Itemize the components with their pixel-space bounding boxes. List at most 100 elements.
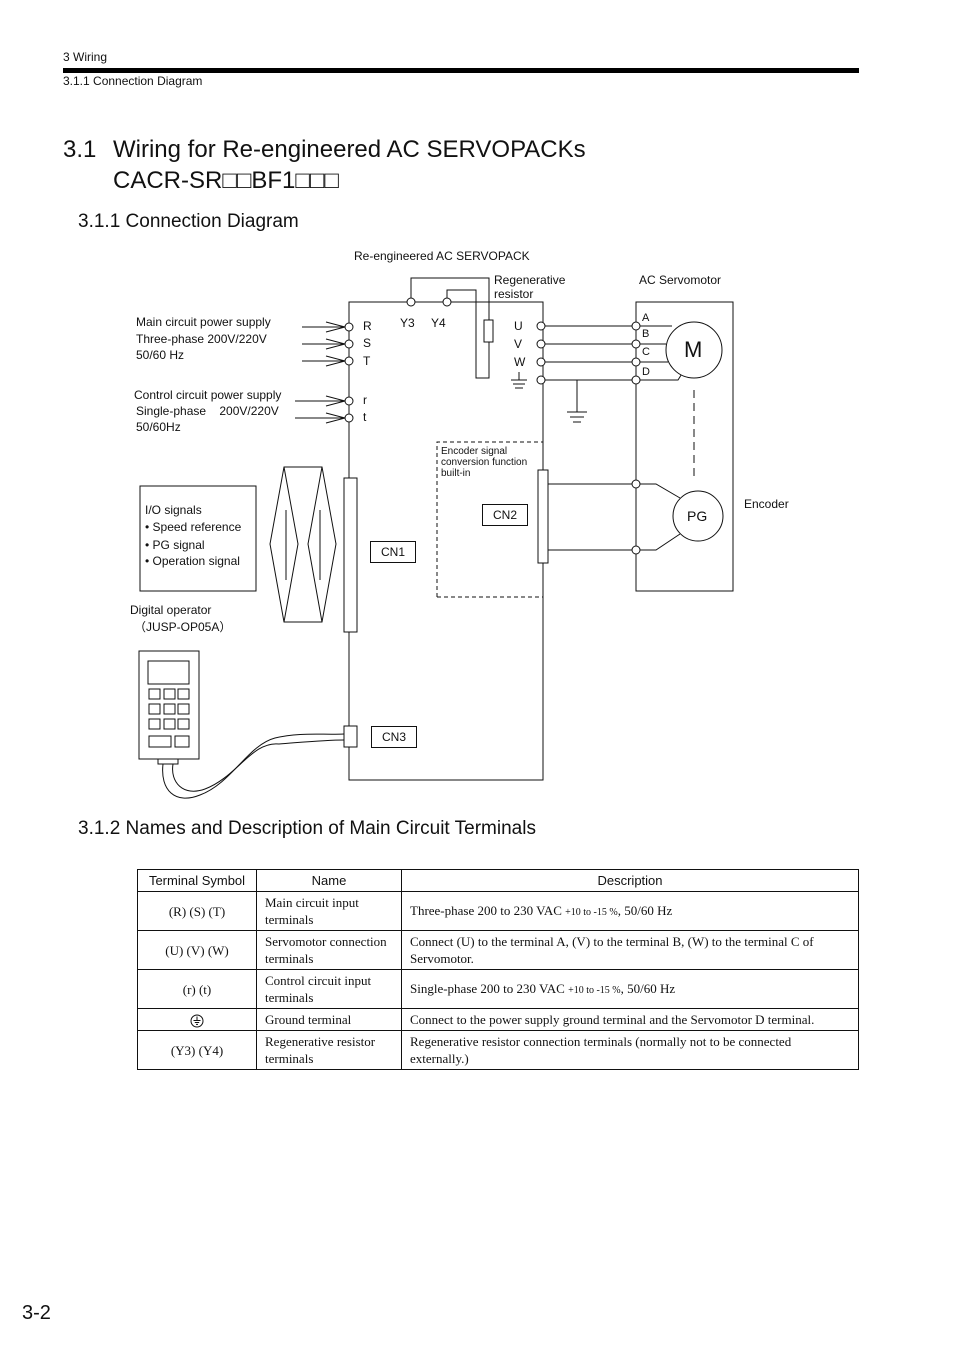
cell-name: Ground terminal [256, 1007, 402, 1032]
control-supply-label-3: 50/60Hz [136, 420, 181, 434]
regen-resistor-symbol [483, 319, 494, 343]
running-header-chapter: 3 Wiring [63, 50, 108, 64]
terminal-ground [536, 375, 546, 385]
terminal-u [536, 321, 546, 331]
ground-icon-external [567, 380, 587, 423]
operator-cable-2 [172, 739, 345, 792]
terminal-label-v: V [514, 337, 523, 351]
terminal-label-w: W [514, 355, 526, 369]
cell-name: Servomotor connection terminals [256, 930, 402, 970]
digital-operator-label: Digital operator [130, 603, 212, 617]
io-signal-operation: • Operation signal [145, 554, 240, 568]
terminal-label-s: S [363, 336, 372, 350]
main-input-arrows [302, 321, 347, 367]
terminal-t-ctrl [344, 413, 354, 423]
terminal-r-main [344, 322, 354, 332]
terminal-label-u: U [514, 319, 523, 333]
cell-symbol: (Y3) (Y4) [137, 1030, 257, 1071]
terminal-s [344, 339, 354, 349]
encoder-conv-label-2: conversion function [441, 457, 528, 468]
cn3-label: CN3 [371, 726, 418, 748]
io-signal-speed: • Speed reference [145, 520, 242, 534]
encoder-symbol-label: PG [687, 508, 708, 524]
cell-description: Single-phase 200 to 230 VAC +10 to -15 %… [401, 969, 859, 1009]
operator-cable-1 [162, 733, 345, 799]
motor-terminal-c: C [642, 346, 650, 358]
subsection-heading-terminals: 3.1.2 Names and Description of Main Circ… [78, 818, 536, 839]
tolerance: +10 to -15 % [565, 906, 618, 918]
io-arrow [269, 466, 337, 623]
col-header-description: Description [401, 869, 859, 892]
terminal-y3 [406, 297, 416, 307]
control-input-arrows [295, 395, 347, 424]
ground-icon [190, 1014, 204, 1028]
cn3-connector [343, 725, 358, 748]
table-header-row: Terminal Symbol Name Description [137, 869, 859, 892]
table-row: (r) (t) Control circuit input terminals … [137, 969, 859, 1009]
operator-keys [148, 688, 190, 748]
terminal-label-t: T [363, 354, 371, 368]
motor-symbol [665, 321, 723, 379]
encoder-label: Encoder [744, 497, 789, 511]
cn2-label: CN2 [482, 504, 529, 526]
cell-name: Regenerative resistor terminals [256, 1030, 402, 1071]
terminal-v [536, 339, 546, 349]
terminal-label-y3: Y3 [400, 316, 415, 330]
table-row: (U) (V) (W) Servomotor connection termin… [137, 930, 859, 970]
io-signal-pg: • PG signal [145, 538, 205, 552]
cn1-label: CN1 [370, 541, 417, 563]
io-signal-box [139, 485, 257, 592]
table-row: Ground terminal Connect to the power sup… [137, 1007, 859, 1032]
table-row: (Y3) (Y4) Regenerative resistor terminal… [137, 1030, 859, 1071]
terminal-label-y4: Y4 [431, 316, 446, 330]
encoder-conv-label-1: Encoder signal [441, 446, 508, 457]
terminal-label-r: R [363, 319, 372, 333]
servomotor-box [635, 301, 734, 592]
cn1-connector [343, 477, 358, 633]
encoder-symbol [672, 490, 724, 542]
cell-name: Main circuit input terminals [256, 891, 402, 931]
motor-terminal-a: A [642, 312, 650, 324]
main-supply-label-2: Three-phase 200V/220V [136, 332, 267, 346]
terminal-w [536, 357, 546, 367]
ground-icon-servopack [511, 372, 527, 389]
motor-symbol-label: M [684, 337, 703, 362]
digital-operator-model: （JUSP-OP05A） [134, 620, 232, 634]
main-supply-label-1: Main circuit power supply [136, 315, 271, 329]
regen-label-2: resistor [494, 287, 534, 301]
cell-symbol [137, 1007, 257, 1032]
tolerance: +10 to -15 % [568, 984, 621, 996]
regen-wire-2 [446, 289, 490, 379]
cn2-connector [537, 469, 549, 564]
regen-wire-1 [410, 277, 490, 320]
main-supply-label-3: 50/60 Hz [136, 348, 185, 362]
subsection-heading-connection: 3.1.1 Connection Diagram [78, 211, 299, 232]
connection-diagram [138, 277, 734, 799]
terminal-label-r-ctrl: r [363, 393, 367, 407]
motor-terminal-b: B [642, 328, 650, 340]
title-line-2: CACR-SR□□BF1□□□ [113, 167, 339, 194]
running-header-section: 3.1.1 Connection Diagram [63, 74, 203, 88]
cell-description: Three-phase 200 to 230 VAC +10 to -15 %,… [401, 891, 859, 931]
encoder-conv-label-3: built-in [441, 468, 471, 479]
terminal-table: Terminal Symbol Name Description (R) (S)… [137, 869, 859, 1071]
cell-description: Connect (U) to the terminal A, (V) to th… [401, 930, 859, 970]
cell-description: Connect to the power supply ground termi… [401, 1007, 859, 1032]
servomotor-label: AC Servomotor [639, 273, 722, 287]
control-supply-label-2: Single-phase 200V/220V [136, 404, 279, 418]
terminal-label-t-ctrl: t [363, 410, 367, 424]
terminal-y4 [442, 297, 452, 307]
cell-description: Regenerative resistor connection termina… [401, 1030, 859, 1071]
col-header-name: Name [256, 869, 402, 892]
servopack-label: Re-engineered AC SERVOPACK [354, 249, 530, 263]
title-line-1: Wiring for Re-engineered AC SERVOPACKs [113, 136, 586, 163]
terminal-t-main [344, 356, 354, 366]
motor-terminal-d: D [642, 366, 650, 378]
cell-symbol: (U) (V) (W) [137, 930, 257, 970]
cell-symbol: (R) (S) (T) [137, 891, 257, 931]
io-signals-title: I/O signals [145, 503, 202, 517]
regen-label-1: Regenerative [494, 273, 566, 287]
col-header-symbol: Terminal Symbol [137, 869, 257, 892]
terminal-r-ctrl [344, 396, 354, 406]
